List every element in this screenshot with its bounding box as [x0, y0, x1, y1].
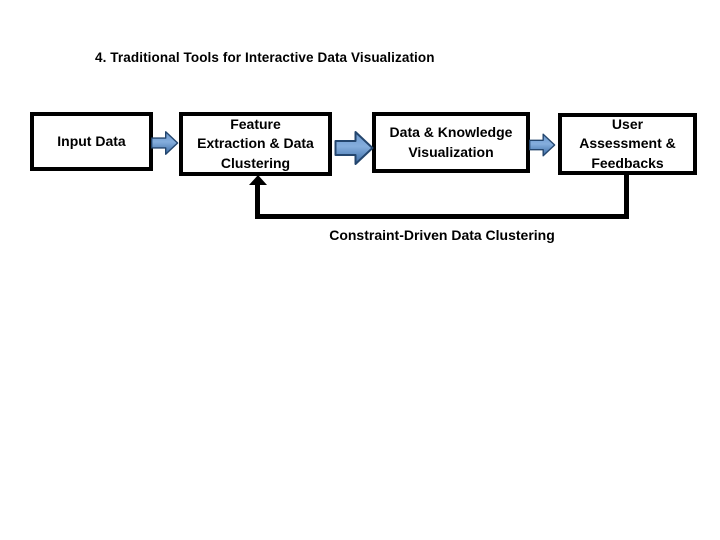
flow-box-input-data: Input Data — [30, 112, 153, 171]
feedback-line-horizontal — [255, 214, 629, 219]
flow-box-feature-extraction: Feature Extraction & Data Clustering — [179, 112, 332, 176]
slide-title: 4. Traditional Tools for Interactive Dat… — [95, 50, 435, 65]
flow-box-user-assessment: User Assessment & Feedbacks — [558, 113, 697, 175]
feedback-loop-label: Constraint-Driven Data Clustering — [329, 227, 555, 243]
feedback-arrowhead-up-icon — [249, 175, 267, 185]
flow-box-data-knowledge-visualization: Data & Knowledge Visualization — [372, 112, 530, 173]
feedback-line-vertical-left — [255, 184, 260, 217]
right-block-arrow-icon — [334, 131, 374, 165]
right-block-arrow-icon — [151, 131, 179, 155]
right-block-arrow-icon — [529, 133, 556, 157]
feedback-line-vertical-right — [624, 175, 629, 219]
